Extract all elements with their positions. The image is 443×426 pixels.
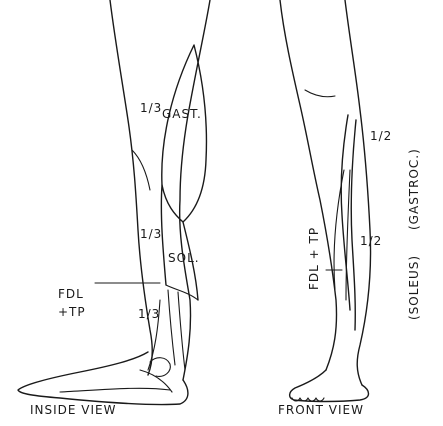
inside-sol-label: SOL.: [168, 251, 200, 265]
inside-gast-label: GAST.: [162, 107, 202, 121]
soleus-base: [166, 285, 198, 300]
inside-fdl-label: FDL: [58, 287, 84, 301]
front-leg-inner-contour: [280, 0, 337, 370]
inside-fraction-lower: 1/3: [138, 307, 160, 321]
front-foot: [290, 370, 369, 402]
inside-ankle-bone: [150, 358, 170, 377]
front-fraction-lower: 1/2: [360, 234, 382, 248]
front-gastroc-label: (GASTROC.): [407, 148, 421, 230]
gastrocnemius-outline: [162, 45, 207, 222]
inside-foot-sole: [18, 352, 188, 405]
front-soleus-label: (SOLEUS): [407, 255, 421, 320]
inside-tp-label: +TP: [58, 305, 86, 319]
front-view-leg: [280, 0, 371, 402]
inside-view-caption: INSIDE VIEW: [30, 403, 117, 417]
inside-fraction-middle: 1/3: [140, 227, 162, 241]
front-view-caption: FRONT VIEW: [278, 403, 364, 417]
inside-leg-back-contour: [180, 0, 210, 380]
front-knee: [305, 90, 335, 97]
inside-tendon-2: [178, 292, 185, 370]
inside-view-leg: [18, 0, 210, 405]
front-fdl-tp-label: FDL + TP: [307, 227, 321, 290]
front-fraction-upper: 1/2: [370, 129, 392, 143]
front-soleus-band: [351, 120, 356, 330]
inside-tendon-1: [168, 290, 175, 365]
inside-fraction-upper: 1/3: [140, 101, 162, 115]
